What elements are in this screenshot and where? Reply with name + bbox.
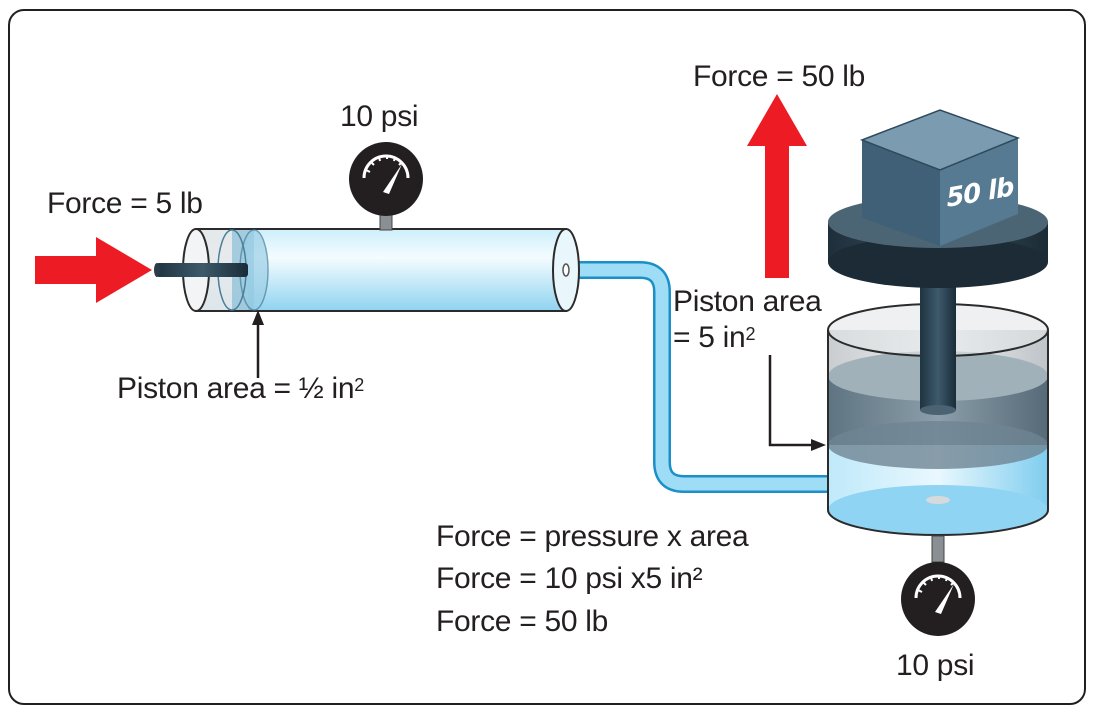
formula-line-3: Force = 50 lb xyxy=(436,605,609,638)
output-force-label: Force = 50 lb xyxy=(693,60,866,93)
pointer-large-piston xyxy=(768,355,826,451)
large-piston-area-text: = 5 in xyxy=(673,321,746,354)
pointer-small-piston xyxy=(252,310,264,378)
top-gauge-reading: 10 psi xyxy=(340,100,419,133)
small-piston xyxy=(154,229,269,311)
large-piston-area-label-line2: = 5 in2 xyxy=(673,320,755,356)
bottom-gauge-reading: 10 psi xyxy=(896,649,975,682)
formula-line-1: Force = pressure x area xyxy=(436,520,749,553)
input-force-label: Force = 5 lb xyxy=(47,187,203,220)
pressure-gauge-bottom xyxy=(901,535,975,636)
formula-line-2: Force = 10 psi x5 in² xyxy=(436,562,703,595)
small-piston-area-text: Piston area = ½ in xyxy=(117,372,355,405)
arrow-right-icon xyxy=(35,237,152,303)
pressure-gauge-top xyxy=(349,142,423,231)
large-piston-area-label-line1: Piston area xyxy=(673,285,822,318)
arrow-up-icon xyxy=(747,94,807,278)
large-cylinder xyxy=(827,280,1049,536)
small-piston-area-exponent: 2 xyxy=(354,375,364,395)
small-piston-area-label: Piston area = ½ in2 xyxy=(117,371,364,407)
weight-block xyxy=(859,109,1021,246)
connecting-pipe xyxy=(572,263,842,491)
large-piston-area-exponent: 2 xyxy=(745,324,756,344)
